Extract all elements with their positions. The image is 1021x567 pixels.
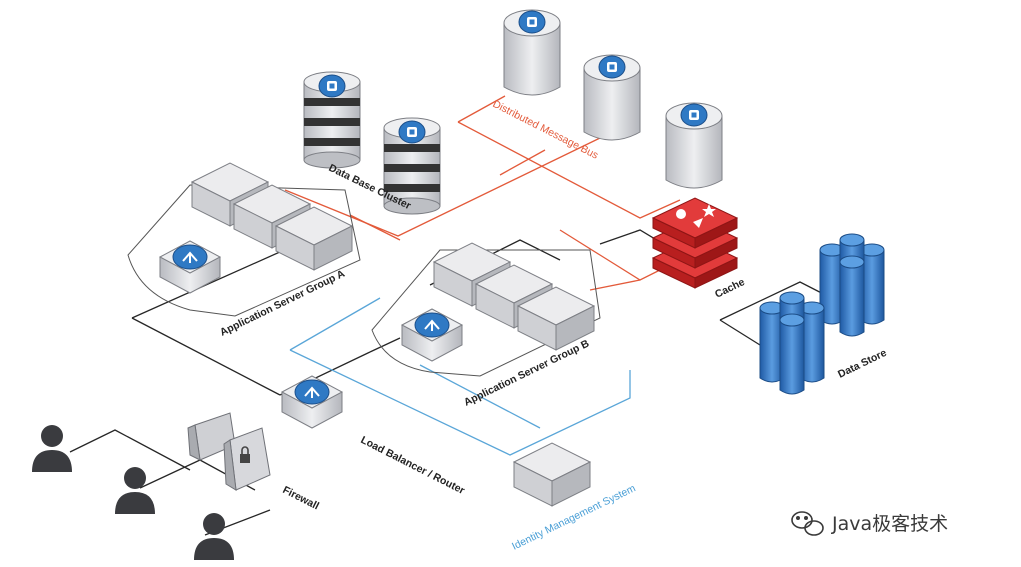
switch-icon (159, 240, 221, 294)
storage-column-icon (779, 313, 805, 395)
queue-badge-icon (518, 10, 546, 34)
queue-badge-icon (680, 103, 708, 127)
load-balancer-label: Load Balancer / Router (359, 434, 467, 497)
user-icon (194, 513, 234, 560)
user-icon (115, 467, 155, 514)
app-group-b-label: Application Server Group B (462, 337, 591, 408)
storage-column-icon (839, 255, 865, 337)
message-bus-nodes (503, 9, 723, 189)
switch-icon (401, 308, 463, 362)
data-store-label: Data Store (836, 347, 889, 381)
group-outlines (127, 184, 601, 377)
data-store (759, 233, 885, 395)
load-balancer-icon (281, 375, 343, 429)
network-lines (69, 95, 846, 536)
user-icon (32, 425, 72, 472)
firewall-icon (187, 412, 271, 491)
watermark: Java极客技术 (791, 511, 948, 536)
queue-badge-icon (598, 55, 626, 79)
database-badge-icon (318, 74, 346, 98)
cache-label: Cache (713, 276, 747, 301)
watermark-text: Java极客技术 (831, 513, 948, 535)
app-server-group-a (159, 162, 353, 294)
firewall-label: Firewall (281, 484, 321, 512)
cache-stack (651, 197, 739, 289)
identity-server-box (513, 442, 591, 507)
wechat-icon (791, 511, 824, 536)
database-badge-icon (398, 120, 426, 144)
